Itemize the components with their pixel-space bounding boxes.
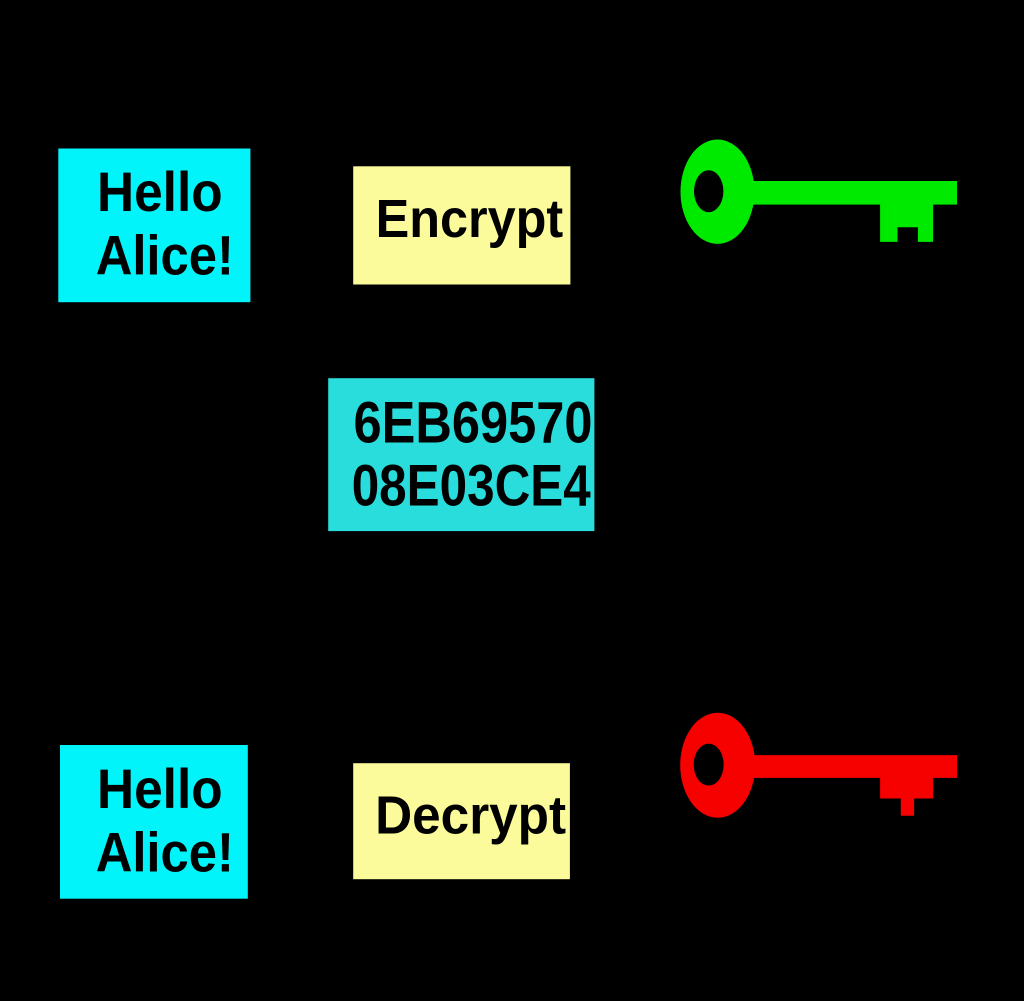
svg-text:Hello: Hello bbox=[97, 160, 223, 223]
svg-text:08E03CE4: 08E03CE4 bbox=[352, 454, 591, 519]
svg-text:Alice!: Alice! bbox=[96, 224, 234, 287]
svg-text:Encrypt: Encrypt bbox=[376, 189, 564, 249]
svg-text:Decrypt: Decrypt bbox=[375, 786, 566, 846]
svg-text:6EB69570: 6EB69570 bbox=[354, 391, 593, 456]
svg-text:Hello: Hello bbox=[97, 757, 223, 820]
svg-text:Alice!: Alice! bbox=[96, 821, 234, 884]
